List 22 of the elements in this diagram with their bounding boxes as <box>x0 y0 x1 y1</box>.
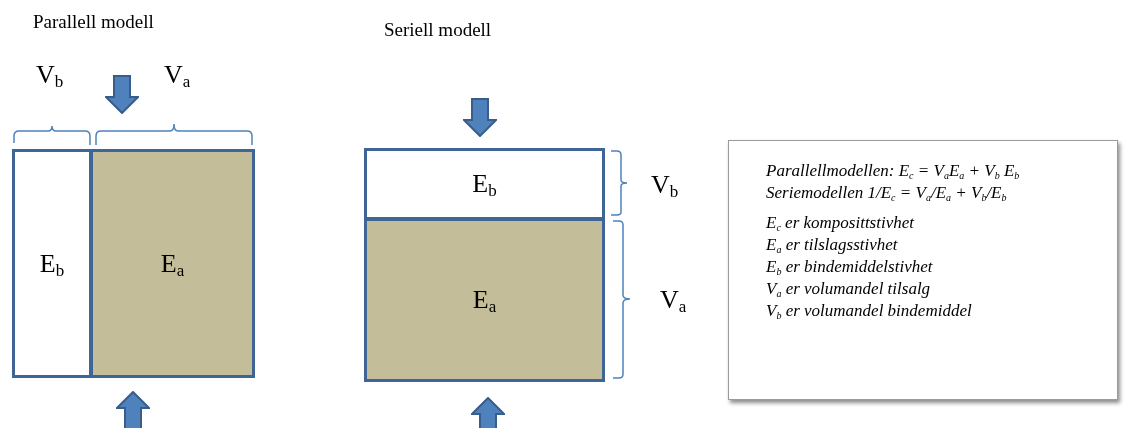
layer-box <box>364 148 605 220</box>
formula-text: Parallellmodellen: E$_{c}$ = V$_{a}$E$_{a}$ + V$_{b}$ E$_{b}$ <box>766 160 1021 182</box>
volume-label: V$_{a}$ <box>660 287 687 313</box>
volume-label: V$_{b}$ <box>651 172 679 198</box>
layer-label: E$_{a}$ <box>472 287 497 313</box>
layer-label: E$_{b}$ <box>39 250 65 277</box>
model-title: Seriell modell <box>384 20 492 39</box>
volume-label: V$_{b}$ <box>36 62 64 88</box>
formula-text: Seriemodellen 1/E$_{c}$ = V$_{a}$/E$_{a}$ + V$_{b}$/E$_{b}$ <box>766 182 1008 204</box>
formula-card <box>728 140 1118 400</box>
layer-box <box>90 149 255 378</box>
layer-label: E$_{b}$ <box>472 171 497 197</box>
layer-box <box>364 218 605 382</box>
formula-text: E$_{b}$ er bindemiddelstivhet <box>766 256 934 278</box>
formula-text: E$_{a}$ er tilslagsstivhet <box>766 234 899 256</box>
volume-label: V$_{a}$ <box>164 62 191 88</box>
formula-text: V$_{a}$ er volumandel tilsalg <box>766 278 932 300</box>
formula-text: V$_{b}$ er volumandel bindemiddel <box>766 300 973 322</box>
model-title: Parallell modell <box>33 12 154 31</box>
layer-label: E$_{a}$ <box>160 250 185 277</box>
layer-box <box>12 149 92 378</box>
formula-text: E$_{c}$ er komposittstivhet <box>766 212 916 234</box>
